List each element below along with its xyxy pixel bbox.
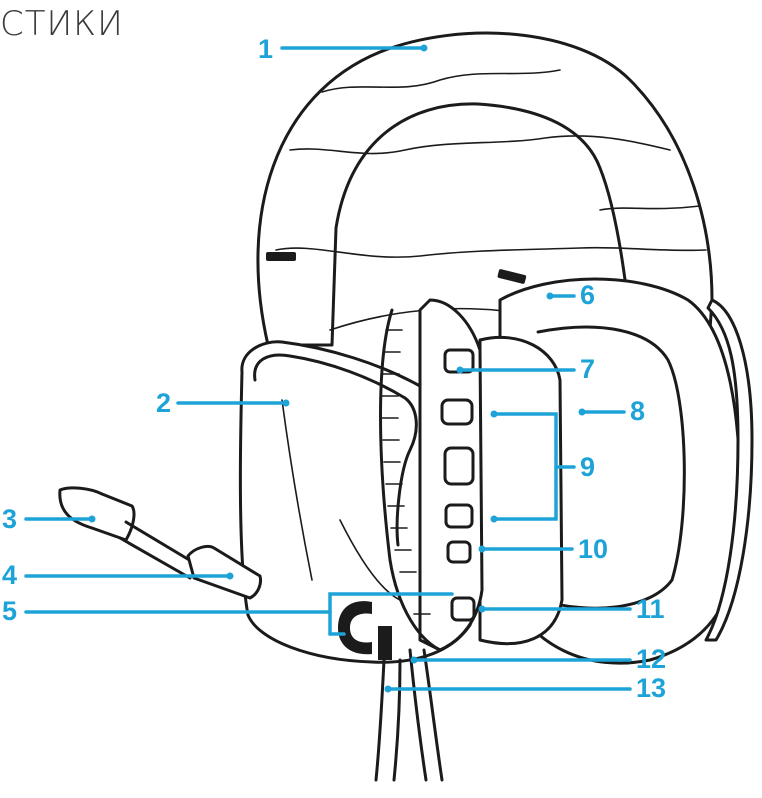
headband (256, 31, 714, 404)
right-earcup (478, 277, 754, 665)
callout-label: 10 (578, 534, 608, 564)
earcup-buttons (440, 348, 476, 622)
callout-11: 11 (478, 594, 665, 624)
model-mark (266, 252, 527, 284)
callout-label: 9 (580, 452, 595, 482)
cables (374, 648, 444, 782)
callout-7: 7 (456, 354, 595, 384)
callout-label: 11 (636, 594, 665, 624)
callout-label: 1 (258, 34, 273, 64)
logitech-g-logo-icon (338, 601, 392, 660)
callout-label: 2 (156, 388, 171, 418)
callout-label: 13 (636, 673, 666, 703)
callout-10: 10 (478, 534, 608, 564)
microphone-icon (58, 486, 262, 600)
callout-label: 6 (580, 280, 595, 310)
callout-2: 2 (156, 388, 290, 418)
callout-8: 8 (578, 396, 645, 426)
callout-1: 1 (258, 34, 428, 64)
callout-label: 7 (580, 354, 595, 384)
left-earcup (238, 298, 484, 664)
callout-9: 9 (490, 410, 595, 523)
callout-4: 4 (2, 560, 234, 590)
callout-label: 5 (2, 596, 17, 626)
callout-12: 12 (410, 644, 666, 674)
callout-label: 4 (2, 560, 17, 590)
callout-label: 3 (2, 504, 17, 534)
callout-6: 6 (546, 280, 595, 310)
callout-5: 5 (2, 592, 454, 636)
page-heading: СТИКИ (0, 4, 124, 44)
callout-label: 12 (636, 644, 666, 674)
callout-label: 8 (630, 396, 645, 426)
callout-3: 3 (2, 504, 96, 534)
callout-13: 13 (384, 673, 666, 703)
